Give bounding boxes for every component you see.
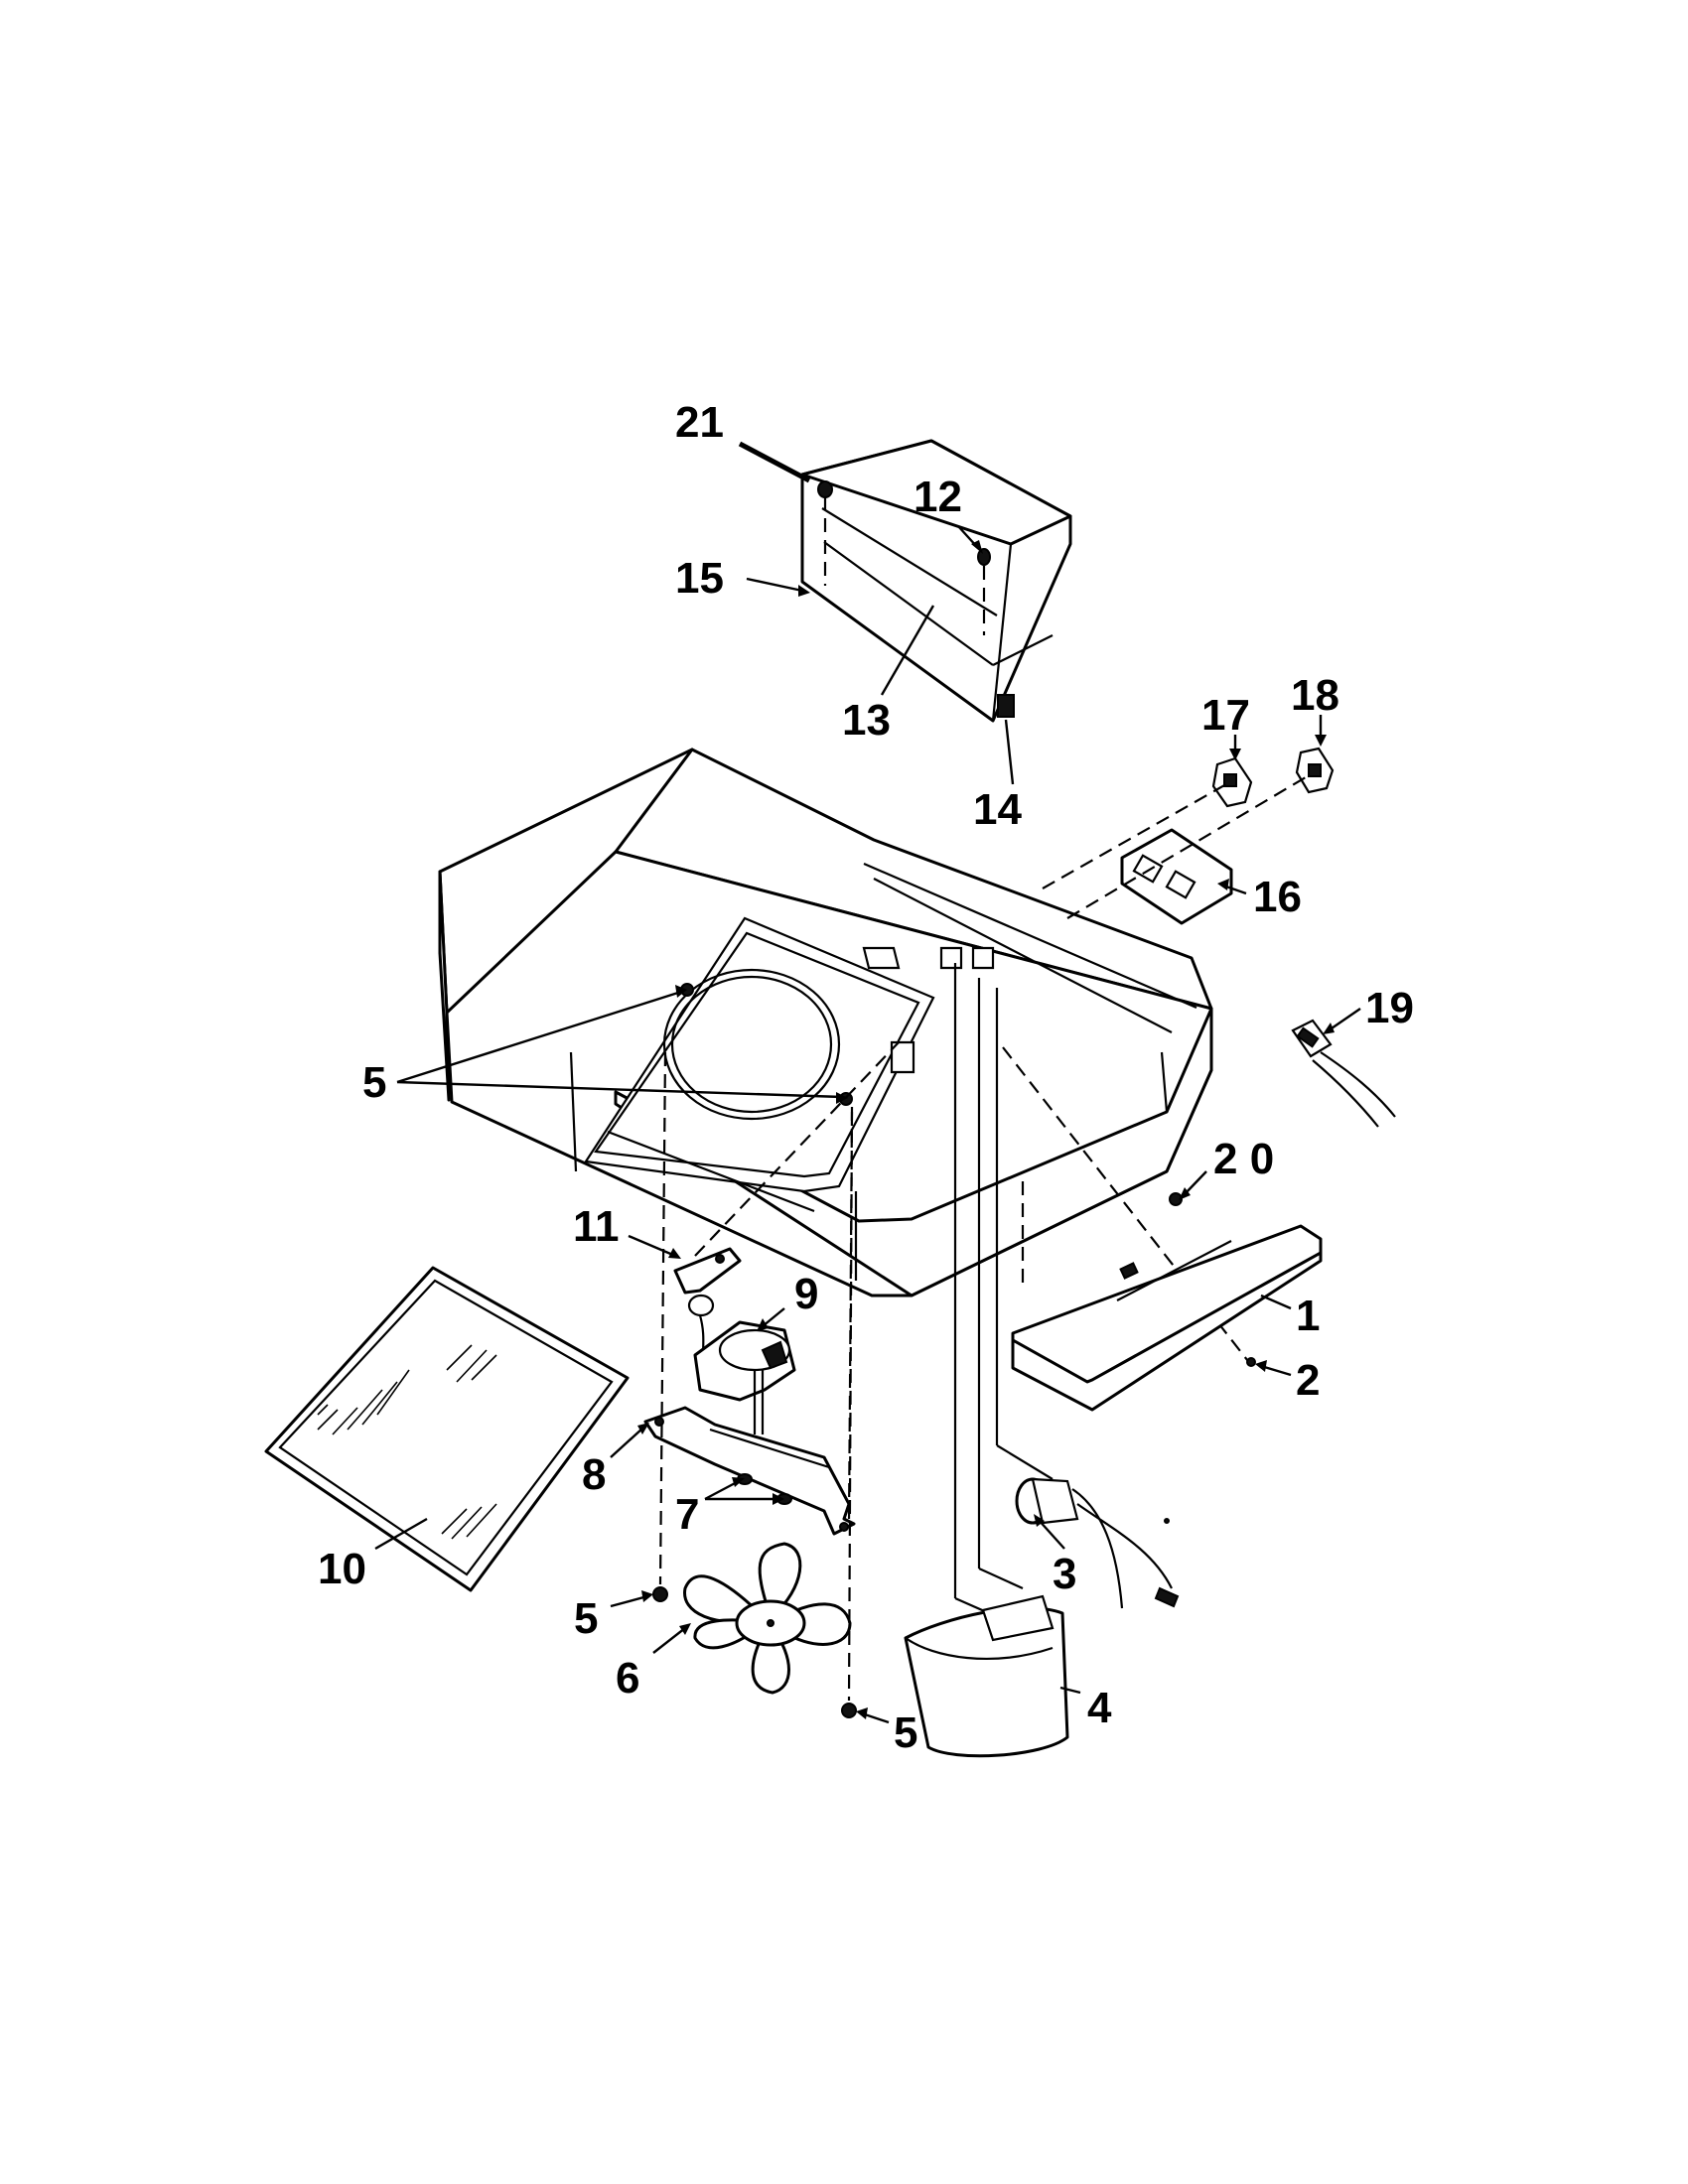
light-lens-1 — [1011, 1192, 1323, 1412]
range-hood-body — [438, 748, 1213, 1297]
fan-blade-6 — [683, 1542, 852, 1695]
switch-18 — [1295, 747, 1335, 794]
wire-connector-19 — [1291, 1019, 1396, 1128]
callout-5-right: 5 — [894, 1708, 917, 1757]
screw-20 — [1169, 1192, 1183, 1206]
callout-9: 9 — [794, 1270, 818, 1318]
switch-17 — [1211, 756, 1253, 808]
screw-5-left — [652, 1586, 668, 1602]
callout-4: 4 — [1087, 1684, 1112, 1732]
screw-5-right — [841, 1703, 857, 1718]
motor-9 — [687, 1294, 796, 1434]
callout-7: 7 — [675, 1490, 699, 1539]
callout-18: 18 — [1291, 671, 1339, 720]
callout-2: 2 — [1296, 1356, 1320, 1405]
callout-17: 17 — [1201, 691, 1250, 740]
callout-3: 3 — [1053, 1550, 1076, 1598]
lamp-socket-3 — [1015, 1477, 1180, 1609]
callout-5-upper: 5 — [362, 1058, 386, 1107]
callout-10: 10 — [318, 1545, 366, 1593]
screw-21 — [817, 480, 833, 498]
callout-5-left: 5 — [574, 1594, 598, 1643]
callout-6: 6 — [616, 1654, 639, 1703]
motor-bracket-8 — [643, 1406, 856, 1536]
callout-1: 1 — [1296, 1292, 1320, 1340]
grease-filter-10 — [264, 1266, 630, 1592]
callout-8: 8 — [582, 1450, 606, 1499]
assembly-guide-lines — [658, 1051, 854, 1702]
duct-damper-4 — [904, 1594, 1069, 1758]
callout-16: 16 — [1253, 873, 1302, 921]
callout-14: 14 — [973, 785, 1022, 834]
callout-21: 21 — [675, 398, 724, 447]
wiring-channel — [953, 963, 1252, 1630]
light-cover-assembly — [800, 439, 1072, 723]
bracket-11 — [673, 1041, 900, 1295]
callout-15: 15 — [675, 554, 724, 603]
callout-labels: 21 12 15 13 14 17 18 16 19 2 0 1 2 5 11 … — [318, 398, 1414, 1757]
switch-plate-assembly — [1042, 747, 1335, 925]
callout-12: 12 — [914, 473, 962, 521]
screw-2 — [1246, 1357, 1256, 1367]
callout-19: 19 — [1365, 984, 1414, 1032]
screw-12 — [977, 548, 991, 566]
callout-11: 11 — [573, 1202, 620, 1251]
callout-20: 2 0 — [1213, 1135, 1274, 1183]
leader-lines — [374, 441, 1361, 1724]
callout-13: 13 — [842, 696, 891, 745]
